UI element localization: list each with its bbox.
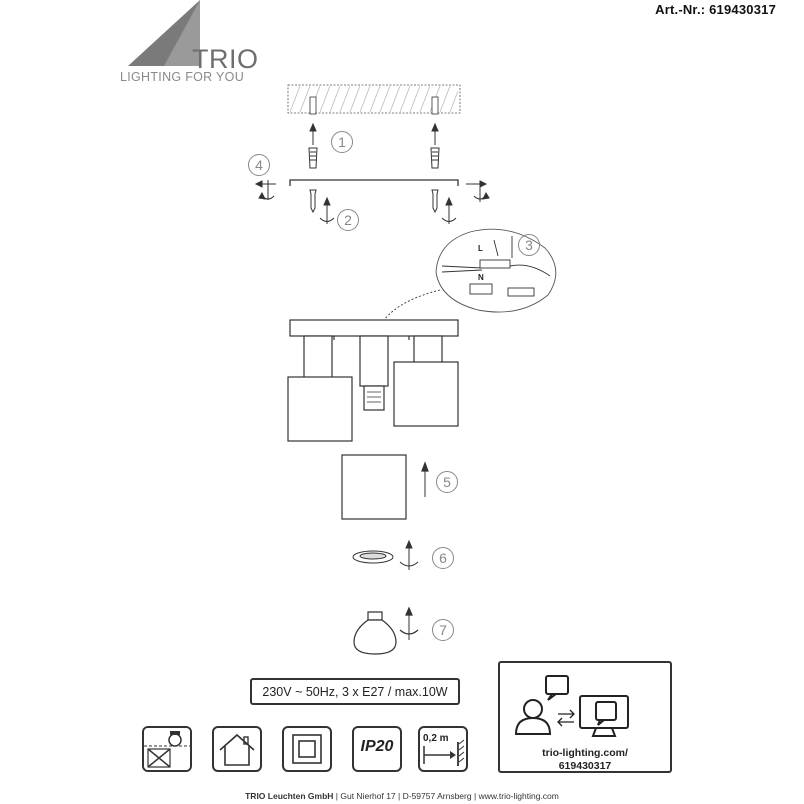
spec-text: 230V ~ 50Hz, 3 x E27 / max.10W [262, 684, 448, 699]
step6-ring [352, 539, 419, 570]
logo-brand: TRIO [192, 44, 259, 74]
step-number-4: 4 [248, 154, 270, 176]
info-url-line2: 619430317 [558, 760, 612, 772]
wire-label-live: L [478, 244, 483, 253]
step-number-6: 6 [432, 547, 454, 569]
mounting-bracket [289, 179, 459, 186]
step-number-3: 3 [518, 234, 540, 256]
info-panel [498, 661, 672, 773]
info-graphic [514, 675, 629, 737]
logo-tagline: LIGHTING FOR YOU [120, 70, 245, 84]
footer: TRIO Leuchten GmbH | Gut Nierhof 17 | D-… [245, 791, 559, 801]
info-url[interactable]: trio-lighting.com/ 619430317 [498, 747, 672, 773]
footer-sep: | [335, 791, 341, 801]
step-number-2: 2 [337, 209, 359, 231]
step-number-5: 5 [436, 471, 458, 493]
ip-rating-text: IP20 [360, 738, 394, 755]
distance-text: 0,2 m [423, 733, 449, 744]
footer-city: D-59757 Arnsberg [402, 791, 472, 801]
ceiling-lamp [287, 319, 459, 442]
step2-screws [309, 189, 457, 224]
step1-dowels [308, 122, 440, 169]
step-number-7: 7 [432, 619, 454, 641]
class-ii-double-insulation-icon [282, 726, 332, 772]
indoor-use-icon [212, 726, 262, 772]
footer-website[interactable]: www.trio-lighting.com [478, 791, 559, 801]
step-number-1: 1 [331, 131, 353, 153]
info-url-line1[interactable]: trio-lighting.com/ [542, 747, 628, 759]
ip20-icon: IP20 [352, 726, 402, 772]
footer-address: Gut Nierhof 17 [340, 791, 396, 801]
article-number: Art.-Nr.: 619430317 [655, 2, 776, 17]
step7-bulb [353, 606, 419, 655]
wire-label-neutral: N [478, 273, 484, 282]
footer-company: TRIO Leuchten GmbH [245, 791, 334, 801]
minimum-distance-icon: 0,2 m [418, 726, 468, 772]
step4-arrows [254, 180, 490, 202]
step5-shade [341, 454, 429, 520]
ceiling [287, 84, 461, 115]
spec-box: 230V ~ 50Hz, 3 x E27 / max.10W [250, 678, 460, 705]
not-insulation-cover-icon [142, 726, 192, 772]
